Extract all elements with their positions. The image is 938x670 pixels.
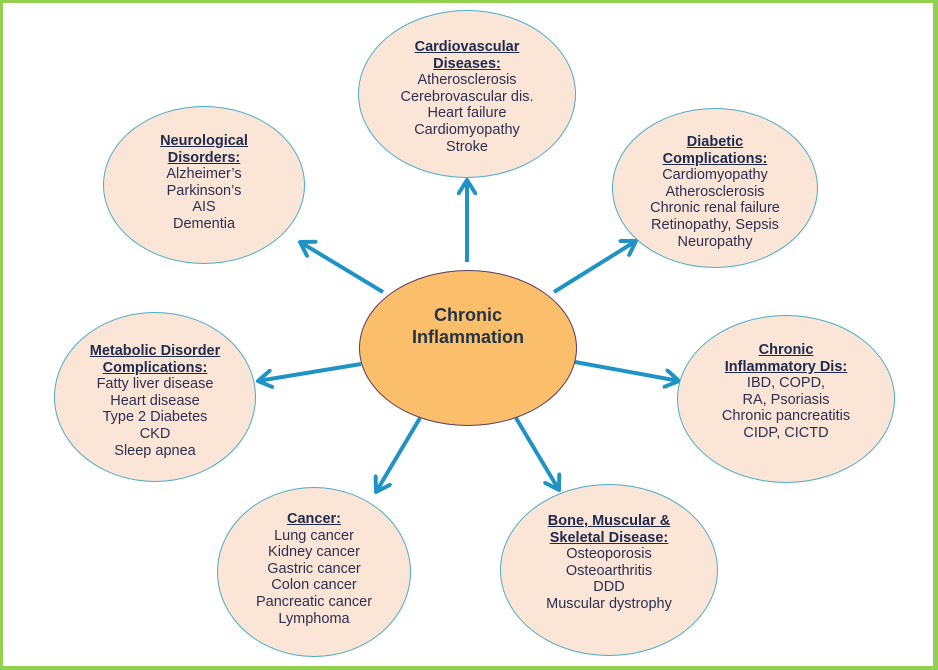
- node-item: CIDP, CICTD: [743, 424, 829, 441]
- node-title: Cancer:: [287, 511, 341, 527]
- node-item: AIS: [192, 199, 216, 216]
- arrow-to-bone: [514, 416, 559, 490]
- node-item: Atherosclerosis: [665, 183, 765, 200]
- arrow-to-cancer: [376, 416, 422, 492]
- node-item: Alzheimer’s: [166, 166, 242, 183]
- node-item: Neuropathy: [677, 233, 753, 250]
- node-title: Inflammatory Dis:: [724, 358, 848, 375]
- node-chronic-inflammatory: Chronic Inflammatory Dis: IBD, COPD, RA,…: [677, 315, 895, 483]
- node-item: Osteoporosis: [566, 546, 652, 563]
- center-label-line-2: Inflammation: [411, 327, 524, 347]
- node-item: Sleep apnea: [114, 442, 196, 459]
- node-item: Pancreatic cancer: [255, 593, 373, 610]
- node-item: Cardiomyopathy: [414, 121, 520, 138]
- center-label-line-1: Chronic: [433, 305, 502, 325]
- node-item: DDD: [593, 579, 625, 596]
- node-item: CKD: [139, 425, 171, 442]
- node-item: Type 2 Diabetes: [102, 409, 208, 426]
- arrow-to-diabetic: [552, 241, 636, 294]
- node-item: IBD, COPD,: [746, 375, 826, 392]
- node-title: Diseases:: [433, 55, 501, 72]
- node-item: Retinopathy, Sepsis: [651, 216, 779, 233]
- node-item: Atherosclerosis: [417, 72, 517, 89]
- node-item: Lung cancer: [274, 527, 354, 544]
- node-item: Muscular dystrophy: [546, 595, 672, 612]
- node-item: Heart disease: [110, 392, 200, 409]
- node-title: Diabetic: [686, 134, 744, 150]
- arrow-to-metabolic: [258, 362, 362, 381]
- node-item: Cerebrovascular dis.: [400, 88, 534, 105]
- node-cardiovascular: Cardiovascular Diseases: Atherosclerosis…: [358, 10, 576, 178]
- node-item: Gastric cancer: [267, 560, 361, 577]
- center-node-chronic-inflammation: Chronic Inflammation: [359, 270, 577, 426]
- node-title: Complications:: [102, 359, 208, 376]
- node-item: Kidney cancer: [268, 544, 360, 561]
- node-item: Heart failure: [427, 105, 507, 122]
- node-item: Dementia: [172, 215, 236, 232]
- node-title: Neurological: [160, 133, 248, 149]
- node-neurological: Neurological Disorders: Alzheimer’s Park…: [103, 106, 305, 264]
- node-item: Colon cancer: [271, 577, 357, 594]
- node-item: Fatty liver disease: [96, 376, 214, 393]
- node-item: Chronic pancreatitis: [721, 408, 851, 425]
- node-title: Disorders:: [167, 149, 241, 166]
- node-bone-muscular-skeletal: Bone, Muscular & Skeletal Disease: Osteo…: [500, 484, 718, 656]
- node-item: Osteoarthritis: [565, 562, 653, 579]
- node-title: Skeletal Disease:: [549, 529, 669, 546]
- node-item: Stroke: [446, 138, 488, 155]
- node-item: Chronic renal failure: [650, 200, 780, 217]
- node-metabolic: Metabolic Disorder Complications: Fatty …: [54, 312, 256, 482]
- arrow-to-inflammatory: [574, 360, 679, 381]
- node-title: Metabolic Disorder: [89, 343, 221, 359]
- node-item: Cardiomyopathy: [662, 167, 768, 184]
- node-diabetic: Diabetic Complications: Cardiomyopathy A…: [612, 108, 818, 268]
- node-item: Lymphoma: [278, 610, 350, 627]
- node-title: Bone, Muscular &: [547, 513, 671, 529]
- node-title: Chronic: [758, 342, 814, 358]
- arrow-to-neurological: [300, 242, 385, 294]
- node-title: Cardiovascular: [414, 39, 520, 55]
- node-title: Complications:: [662, 150, 768, 167]
- node-item: RA, Psoriasis: [742, 391, 830, 408]
- node-item: Parkinson’s: [166, 182, 242, 199]
- node-cancer: Cancer: Lung cancer Kidney cancer Gastri…: [217, 487, 411, 657]
